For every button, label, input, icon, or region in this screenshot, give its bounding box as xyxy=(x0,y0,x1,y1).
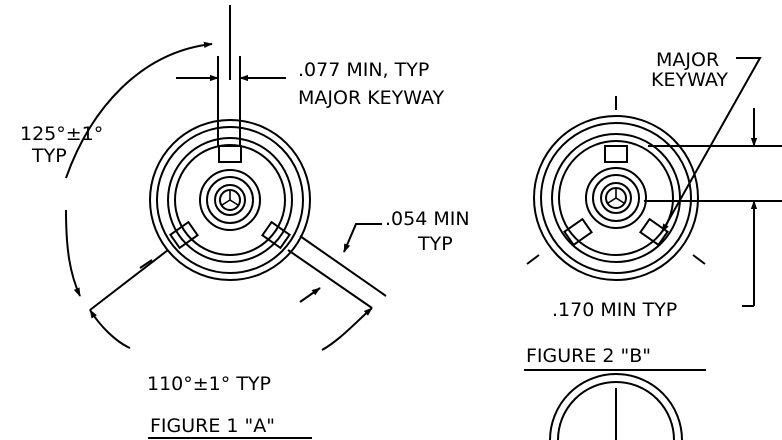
figure-b-title: FIGURE 2 "B" xyxy=(526,345,651,367)
figure-b-extension-lines xyxy=(526,57,782,307)
minor-keyway-b-left xyxy=(563,217,593,247)
figure-c-partial xyxy=(549,373,683,440)
figure-b: MAJOR KEYWAY .170 MIN TYP FIGURE 2 "B" xyxy=(524,49,782,371)
major-keyway xyxy=(218,145,242,163)
keyway-width-line1: .077 MIN, TYP xyxy=(298,59,429,81)
figure-a-connector-body xyxy=(149,119,311,281)
keyway-width-line2: MAJOR KEYWAY xyxy=(298,87,445,109)
angle-top-line2: TYP xyxy=(31,145,67,167)
minor-keyway-left xyxy=(169,220,199,250)
figure-a-title: FIGURE 1 "A" xyxy=(150,415,275,437)
minor-keyway-b-right xyxy=(639,217,669,247)
angle-bottom: 110°±1° TYP xyxy=(147,373,271,395)
minor-width-line2: TYP xyxy=(417,233,453,255)
figure-b-keyways xyxy=(563,145,669,247)
minor-keyway-right xyxy=(261,220,291,250)
figure-a-labels: 125°±1° TYP .077 MIN, TYP MAJOR KEYWAY .… xyxy=(20,59,470,439)
minor-width-line1: .054 MIN xyxy=(385,208,470,230)
major-keyway-b xyxy=(604,145,628,163)
figure-a-keyways xyxy=(169,145,291,250)
figure-a-extension-lines xyxy=(89,5,387,311)
depth-dimension-label: .170 MIN TYP xyxy=(552,299,677,321)
figure-b-labels: MAJOR KEYWAY .170 MIN TYP FIGURE 2 "B" xyxy=(524,49,728,371)
figure-a-dimension-arrows xyxy=(65,41,382,351)
major-keyway-label-line1: MAJOR xyxy=(656,49,719,71)
figure-b-connector-body xyxy=(533,115,699,281)
angle-top-line1: 125°±1° xyxy=(20,123,103,145)
major-keyway-label-line2: KEYWAY xyxy=(651,69,728,91)
figure-a: 125°±1° TYP .077 MIN, TYP MAJOR KEYWAY .… xyxy=(20,5,470,439)
